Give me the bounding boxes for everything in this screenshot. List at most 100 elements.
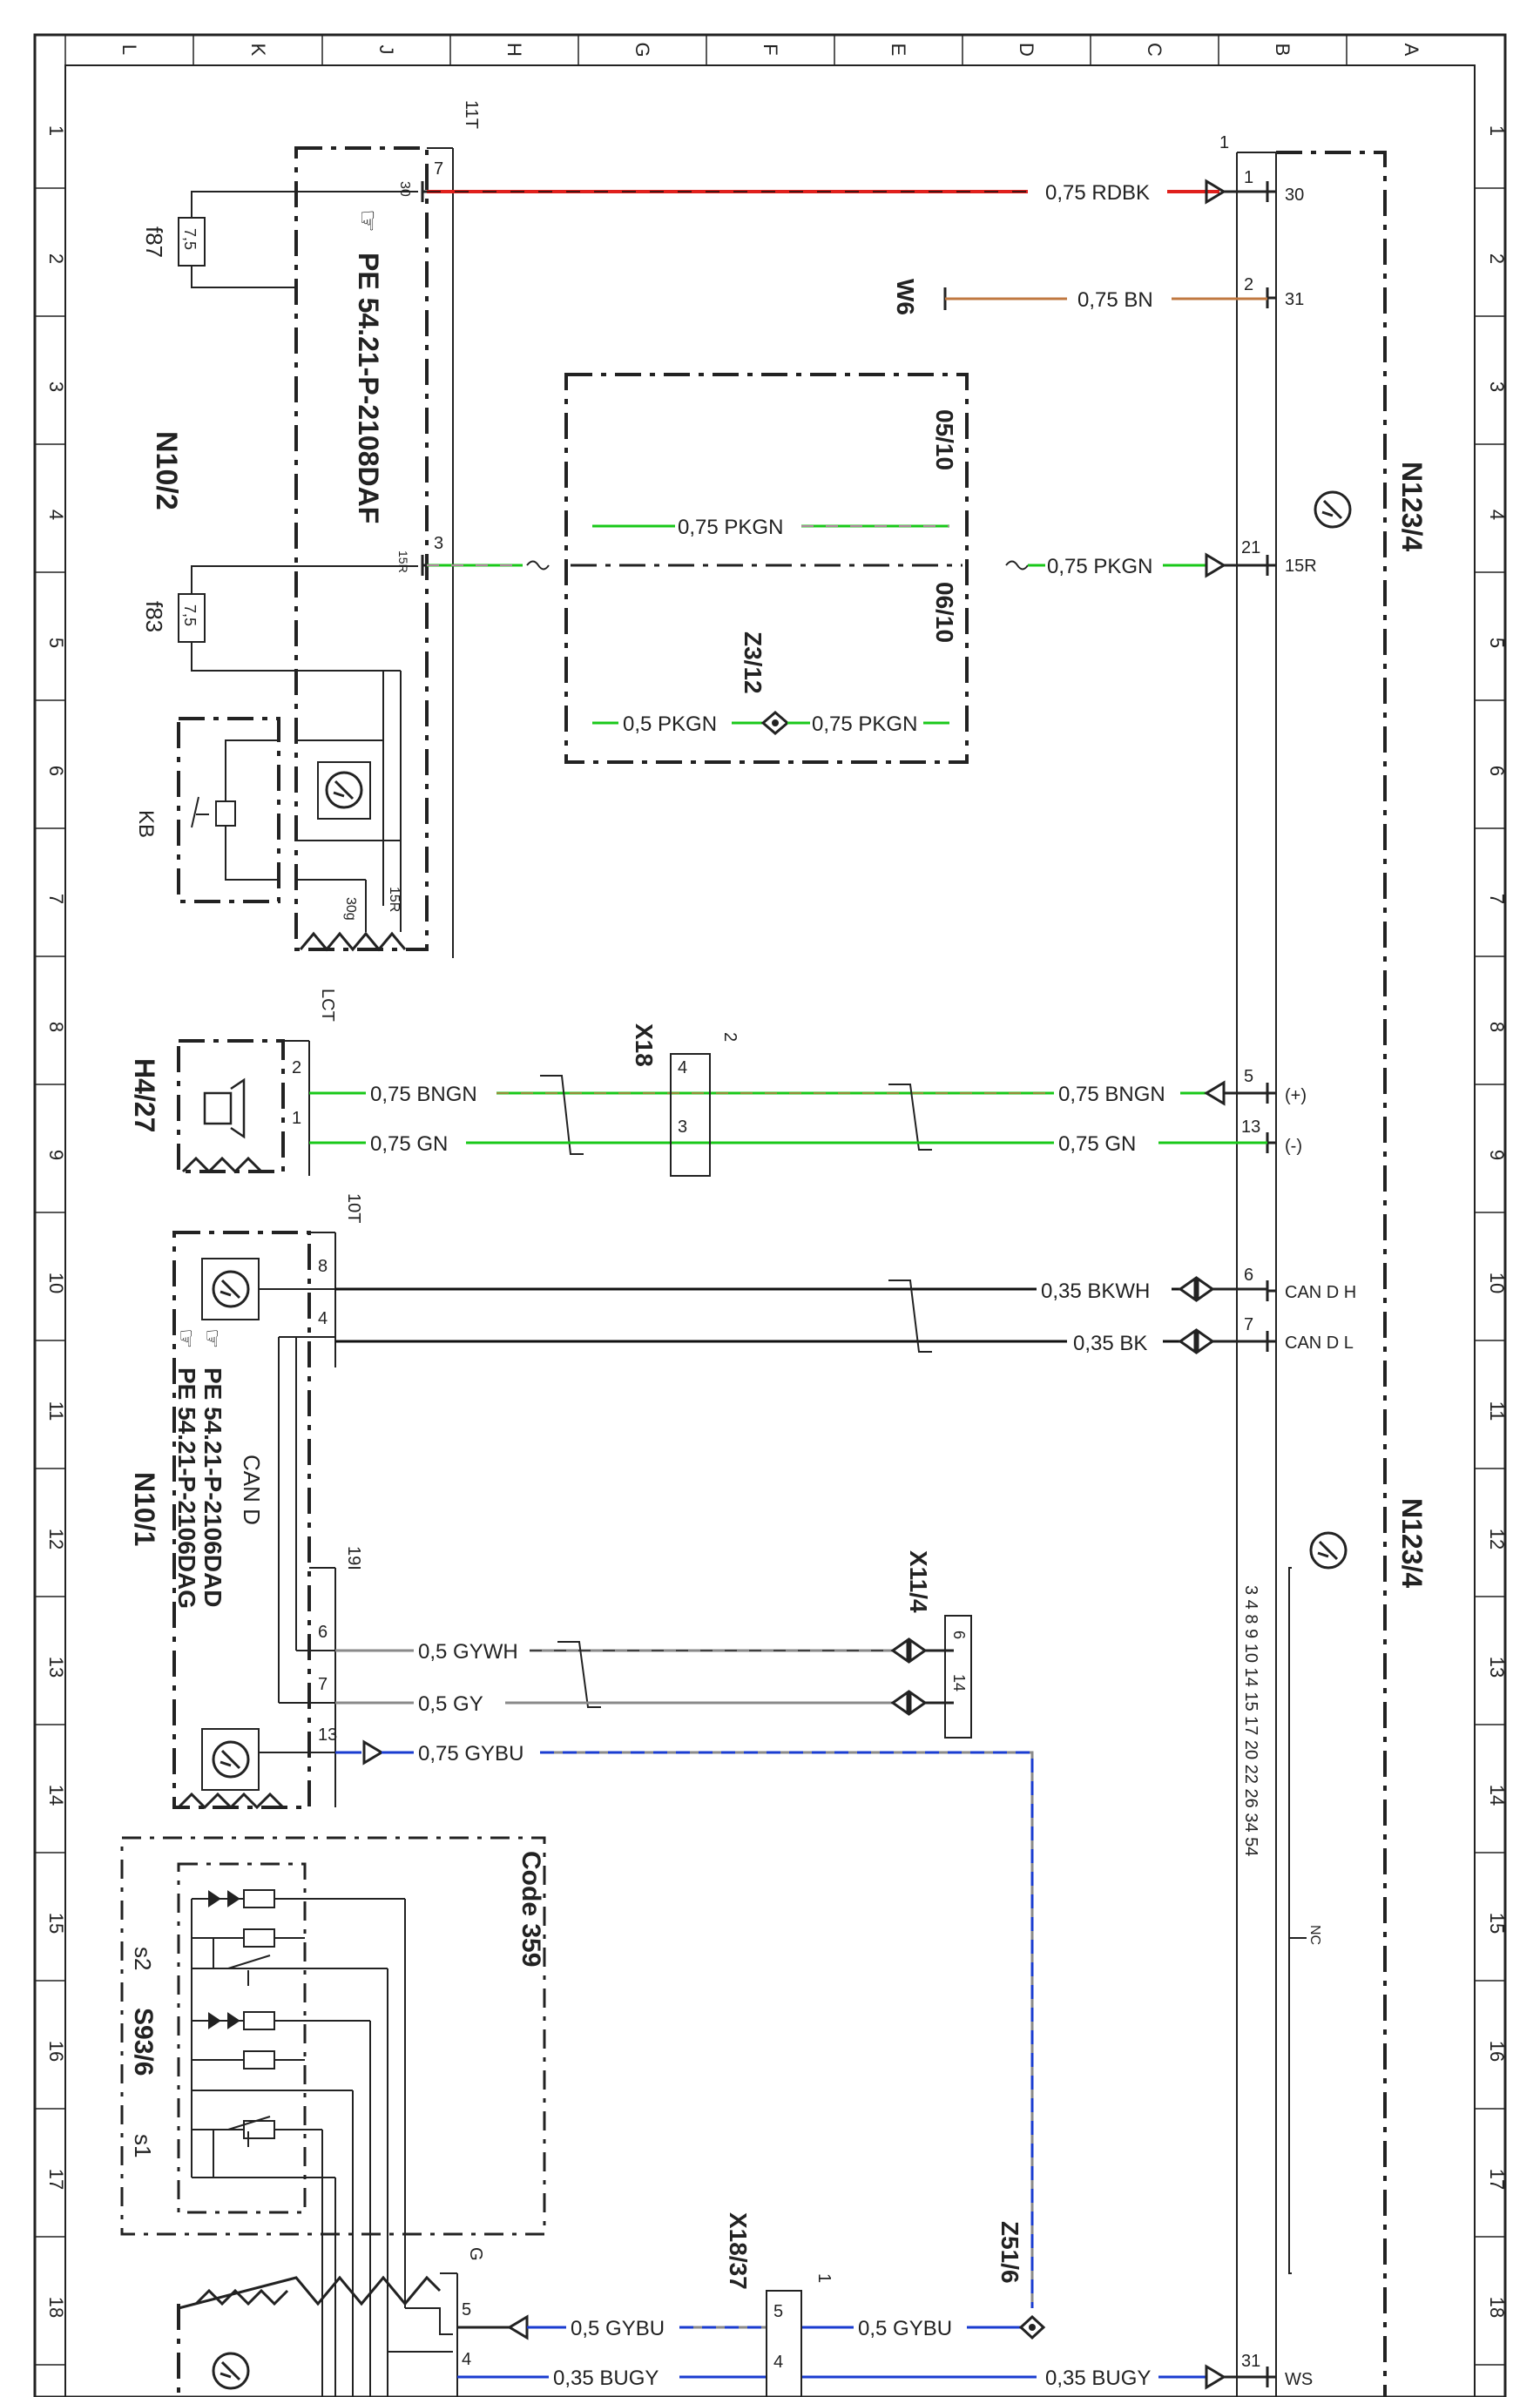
pin-30-label: 30 [1285,186,1304,205]
n10-2-pin-3: 3 [434,534,443,553]
x11-pin-6: 6 [950,1631,968,1639]
fuses: 7,5 f87 7,5 f83 [141,191,296,672]
n123-4-bottom-label: N123/4 [1396,1498,1428,1588]
n10-2-label: N10/2 [150,431,183,510]
bidirectional-arrow-icon [1178,1328,1215,1354]
g-pin-4: 4 [462,2350,471,2369]
row-8-left: 8 [45,1022,67,1032]
connector-g: G [466,2247,485,2261]
col-E: E [888,44,909,57]
x18-label: X18 [631,1023,658,1067]
nc-label: NC [1307,1925,1322,1945]
connector-arrow-icon [362,1739,384,1766]
row-6-left: 6 [45,766,67,776]
col-D: D [1016,43,1037,57]
x18-37-connector: X18/37 1 5 4 [725,2212,834,2397]
col-F: F [760,44,781,55]
n123-4-module: N123/4 N123/4 1 [1219,133,1428,2397]
row-7-right: 7 [1486,894,1508,904]
kb-label: KB [134,810,158,838]
n10-2-pin-30: 30 [397,181,412,197]
col-G: G [632,42,653,57]
col-B: B [1272,44,1293,57]
relay-coil-icon [215,800,236,827]
bidirectional-arrow-icon [890,1637,928,1664]
row-1-left: 1 [45,125,67,136]
n10-1-label: N10/1 [129,1472,160,1546]
wire-bugy: 0,35 BUGY 0,35 BUGY [457,2364,1267,2390]
row-17-left: 17 [45,2169,67,2190]
row-17-right: 17 [1486,2169,1508,2190]
x11-pin-14: 14 [950,1674,968,1691]
x18-pin-3: 3 [678,1117,687,1137]
wire-bngn-left-label: 0,75 BNGN [370,1083,477,1106]
row-labels: 1 1 2 2 3 3 4 4 5 5 6 6 7 7 8 8 9 9 10 1… [45,125,1508,2318]
pe-ref-icon: ☞ [199,1328,226,1348]
row-14-left: 14 [45,1785,67,1806]
pin-31: 31 [1241,2352,1260,2371]
connector-05-10: 05/10 [931,409,958,470]
col-J: J [375,45,397,55]
wire-bn: W6 0,75 BN [892,279,1267,315]
fuse-f87-value: 7,5 [181,228,199,250]
wire-gybu-075: 0,75 GYBU [335,1739,1034,2308]
row-3-right: 3 [1486,381,1508,392]
pin-31-label: 31 [1285,290,1304,309]
s93-6-internal [191,1889,305,2178]
nc-bus-pin-list: 3 4 8 9 10 14 15 17 20 22 26 34 54 [1241,1585,1260,1856]
wire-gybu-05-right-label: 0,5 GYBU [858,2317,952,2340]
wire-gn: 0,75 GN 0,75 GN [309,1132,1267,1156]
n10-1-pin-8: 8 [318,1257,328,1276]
wire-pkgn-15r: 0,75 PKGN [427,552,1267,578]
connector-06-10: 06/10 [931,582,958,643]
wire-gywh-label: 0,5 GYWH [418,1640,518,1664]
n10-1-module: N10/1 PE 54.21-P-2106DAG PE 54.21-P-2106… [129,1193,363,1810]
ground-w6-label: W6 [892,279,919,315]
h4-pin-1: 1 [292,1109,301,1128]
bidirectional-arrow-icon [890,1690,928,1716]
wire-gywh: 0,5 GYWH [335,1637,954,1708]
x11-4-connector: X11/4 6 14 [905,1550,972,1739]
pkgn-split-block: 05/10 06/10 0,75 PKGN 0,5 PKGN 0,75 PKGN… [564,373,969,764]
row-4-right: 4 [1486,510,1508,520]
row-7-left: 7 [45,894,67,904]
kb-relay: KB [134,717,280,903]
row-18-right: 18 [1486,2297,1508,2318]
x18-37-pin-5: 5 [773,2302,783,2321]
fuse-f87 [178,217,206,267]
n10-2-pin-15r-bottom: 15R [387,887,402,912]
ecu-symbol-icon [212,1270,250,1779]
pe-2106dag-ref: PE 54.21-P-2106DAG [173,1367,200,1609]
ecu-symbol-icon [212,2352,250,2390]
wire-gy-label: 0,5 GY [418,1692,483,1716]
wire-pkgn-b-label: 0,75 PKGN [1047,555,1152,578]
splice-z3-12-label: Z3/12 [740,631,767,694]
col-A: A [1401,44,1422,57]
pin-15r-label: 15R [1285,557,1317,576]
pin-6: 6 [1244,1266,1253,1285]
code-359-block: Code 359 S93/6 s2 s1 [120,1836,546,2236]
n10-1-pin-4: 4 [318,1309,328,1328]
pin-13: 13 [1241,1117,1260,1137]
connector-arrow-icon [1205,2364,1226,2390]
x18-37-pin-4: 4 [773,2353,783,2372]
row-2-left: 2 [45,253,67,264]
bidirectional-arrow-icon [1178,1276,1215,1302]
fuse-f83-value: 7,5 [181,604,199,626]
connector-arrow-icon [1205,179,1226,205]
connector-arrow-icon [507,2314,529,2340]
ecu-symbol-icon [325,771,363,809]
speaker-icon [203,1077,246,1139]
n10-1-pin-6: 6 [318,1623,328,1642]
pe-2108daf-ref: PE 54.21-P-2108DAF [353,253,384,523]
wire-gybu-05-left-label: 0,5 GYBU [571,2317,665,2340]
g-pin-5: 5 [462,2300,471,2319]
pin-ws-label: WS [1285,2370,1313,2389]
wire-bkwh-label: 0,35 BKWH [1041,1280,1150,1303]
row-15-right: 15 [1486,1913,1508,1934]
splice-z51-6-label: Z51/6 [996,2221,1023,2284]
row-6-right: 6 [1486,766,1508,776]
row-13-left: 13 [45,1657,67,1678]
connector-arrow-icon [1205,552,1226,578]
